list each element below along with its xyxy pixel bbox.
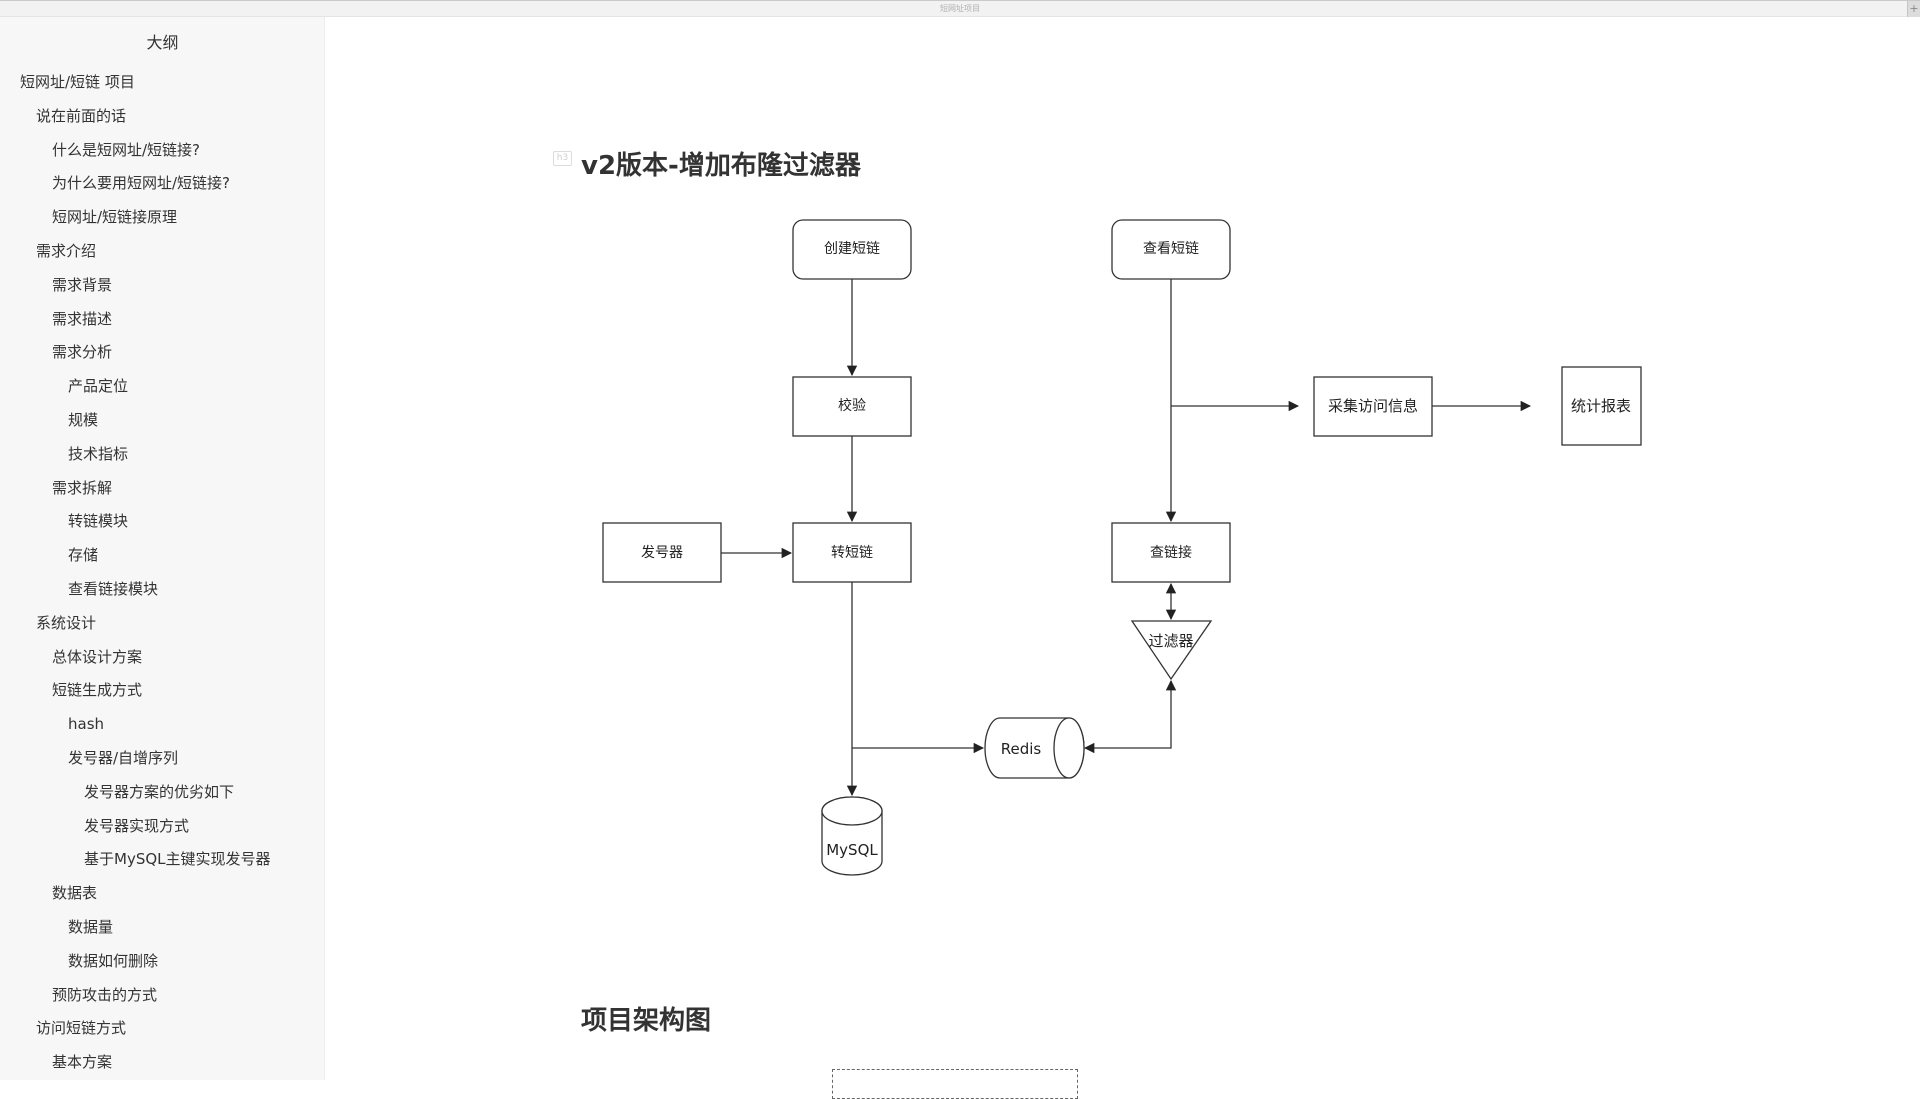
- outline-item[interactable]: 短网址/短链 项目: [20, 73, 135, 91]
- outline-sidebar: 大纲 短网址/短链 项目说在前面的话什么是短网址/短链接? 为什么要用短网址/短链…: [0, 17, 325, 1080]
- outline-item[interactable]: 转链模块: [68, 512, 129, 531]
- node-collect-label: 采集访问信息: [1328, 397, 1418, 415]
- node-convert-label: 转短链: [831, 545, 873, 561]
- node-mysql-label: MySQL: [826, 841, 878, 859]
- node-generator[interactable]: [602, 522, 722, 583]
- outline-item[interactable]: 查看链接模块: [68, 579, 159, 598]
- outline-item[interactable]: 短链生成方式: [52, 681, 143, 700]
- outline-item[interactable]: 需求分析: [52, 343, 113, 362]
- outline-item[interactable]: 为什么要用短网址/短链接?: [52, 174, 231, 193]
- node-lookup-label: 查链接: [1150, 544, 1192, 561]
- section-heading-architecture: 项目架构图: [581, 1006, 712, 1036]
- outline-item[interactable]: 规模: [68, 410, 99, 429]
- outline-item[interactable]: hash: [68, 715, 105, 734]
- outline-item[interactable]: 总体设计方案: [52, 647, 143, 666]
- node-view-short-link[interactable]: [1111, 219, 1231, 280]
- node-collect-access-info[interactable]: [1313, 376, 1433, 437]
- window-title: 短网址项目: [940, 4, 980, 13]
- node-report-label: 统计报表: [1571, 397, 1631, 415]
- edge-redis-filter: [1083, 679, 1177, 754]
- outline-item[interactable]: 数据量: [68, 917, 114, 936]
- section-heading-bloom-filter: v2版本-增加布隆过滤器: [581, 151, 861, 181]
- outline-item[interactable]: 存储: [68, 546, 99, 565]
- window-titlebar: 短网址项目 +: [0, 0, 1920, 17]
- node-filter-label: 过滤器: [1148, 632, 1193, 650]
- node-redis-label: Redis: [1001, 740, 1042, 758]
- node-validate[interactable]: [792, 376, 912, 437]
- outline-item[interactable]: 需求拆解: [52, 478, 113, 497]
- outline-item[interactable]: 预防攻击的方式: [52, 985, 158, 1004]
- node-statistics-report[interactable]: [1561, 366, 1642, 446]
- node-generator-label: 发号器: [641, 545, 683, 561]
- outline-item[interactable]: 需求介绍: [36, 241, 97, 260]
- outline-item[interactable]: 需求背景: [52, 275, 113, 294]
- outline-item[interactable]: 基本方案: [52, 1053, 113, 1072]
- heading-level-badge: h3: [553, 151, 572, 166]
- outline-item[interactable]: 技术指标: [68, 444, 129, 463]
- outline-item[interactable]: 短网址/短链接原理: [52, 208, 178, 227]
- plus-icon[interactable]: +: [1907, 1, 1920, 17]
- outline-title: 大纲: [146, 33, 179, 52]
- outline-item[interactable]: 产品定位: [68, 377, 129, 396]
- node-lookup-link[interactable]: [1111, 522, 1231, 583]
- outline-item[interactable]: 数据表: [52, 884, 98, 903]
- node-create-short-link[interactable]: [792, 219, 912, 280]
- outline-item[interactable]: 什么是短网址/短链接?: [52, 140, 201, 159]
- outline-item[interactable]: 系统设计: [36, 613, 97, 632]
- node-create-label: 创建短链: [824, 241, 880, 257]
- node-mysql[interactable]: [821, 796, 883, 876]
- node-convert[interactable]: [792, 522, 912, 583]
- outline-item[interactable]: 说在前面的话: [36, 106, 127, 125]
- outline-item[interactable]: 发号器方案的优劣如下: [84, 782, 235, 801]
- outline-item[interactable]: 发号器/自增序列: [68, 748, 179, 767]
- node-view-label: 查看短链: [1143, 241, 1199, 257]
- outline-item[interactable]: 数据如何删除: [68, 951, 159, 970]
- architecture-diagram-placeholder: [832, 1069, 1078, 1099]
- outline-list: 短网址/短链 项目说在前面的话什么是短网址/短链接? 为什么要用短网址/短链接? 短…: [0, 66, 325, 1080]
- outline-item[interactable]: 需求描述: [52, 309, 113, 328]
- outline-item[interactable]: 访问短链方式: [36, 1019, 127, 1038]
- outline-item[interactable]: 发号器实现方式: [84, 816, 190, 835]
- outline-item[interactable]: 基于MySQL主键实现发号器: [84, 850, 271, 869]
- node-validate-label: 校验: [838, 397, 866, 414]
- node-filter[interactable]: [1130, 620, 1213, 681]
- node-redis[interactable]: [984, 717, 1085, 779]
